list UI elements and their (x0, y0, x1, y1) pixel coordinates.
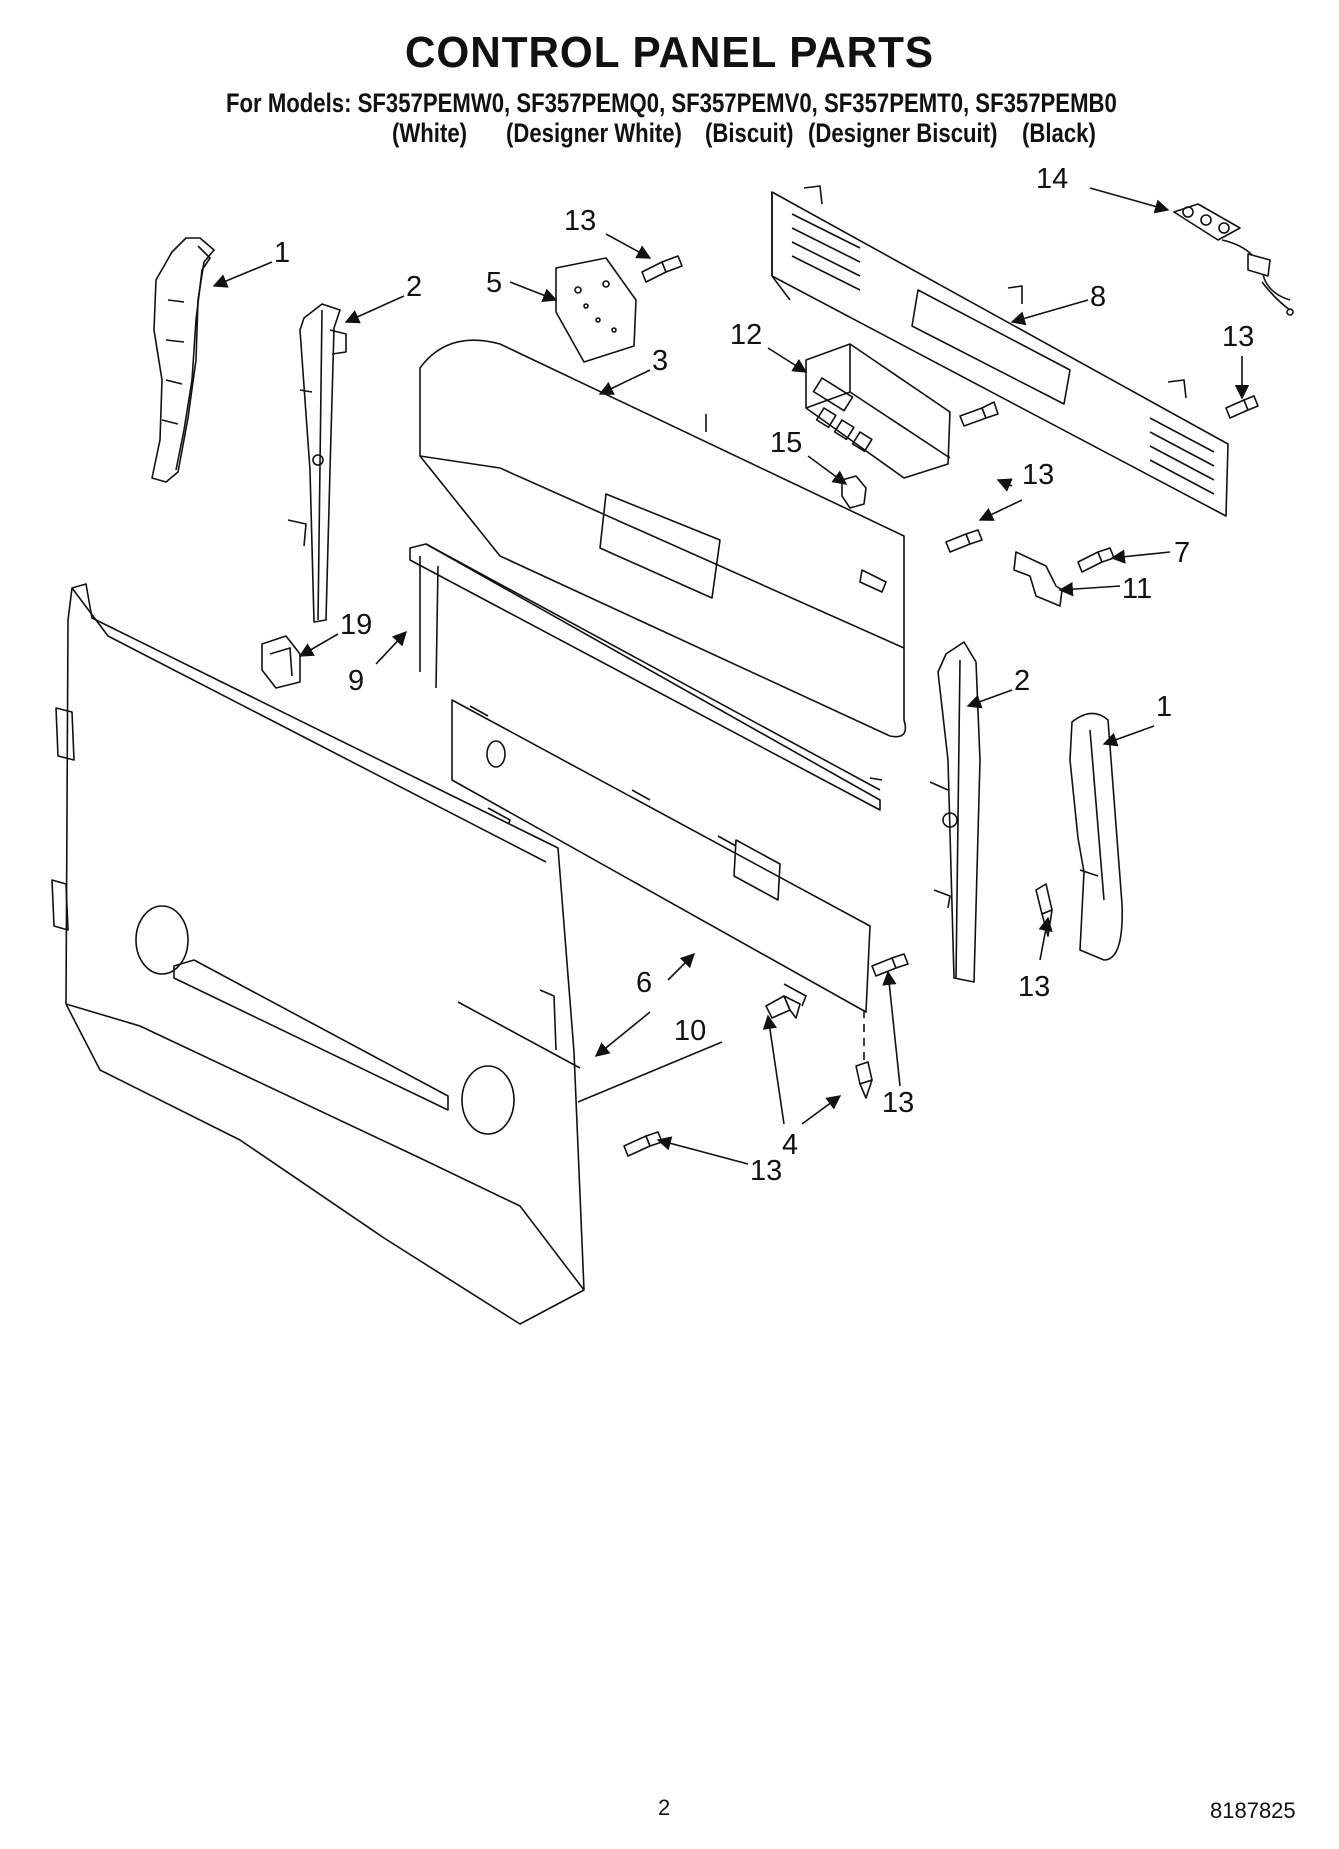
clip-part (841, 475, 867, 509)
support-rail-part (409, 543, 883, 811)
callout-14: 14 (1036, 163, 1068, 195)
screw-7-part (1077, 547, 1115, 573)
electronic-control-part (805, 343, 951, 479)
page-number: 2 (658, 1795, 671, 1820)
screw-13-lower-part (871, 953, 909, 977)
color-label-black: (Black) (1022, 118, 1096, 148)
wire-harness-part (1173, 203, 1294, 316)
page-title: CONTROL PANEL PARTS (404, 28, 935, 77)
screw-4-vertical-part (855, 1010, 873, 1099)
callout-12: 12 (730, 319, 762, 351)
callout-2-left: 2 (406, 271, 422, 303)
back-guard-part (51, 583, 585, 1325)
clip-19-part (261, 635, 301, 689)
side-bracket-right-part (929, 641, 981, 983)
back-panel-part (771, 185, 1229, 517)
callout-15: 15 (770, 427, 802, 459)
screw-13-bottom-part (623, 1131, 663, 1157)
callout-5: 5 (486, 267, 502, 299)
end-cap-right-part (1069, 712, 1123, 961)
callout-4: 4 (782, 1129, 798, 1161)
screw-13-top-part (641, 255, 683, 283)
callout-13-bottom: 13 (750, 1155, 782, 1187)
callout-10: 10 (674, 1015, 706, 1047)
callout-labels: 1 2 13 5 3 12 14 8 13 15 13 7 11 19 9 2 … (274, 163, 1254, 1187)
callout-3: 3 (652, 345, 668, 377)
screw-13-mid-part (959, 401, 999, 427)
screw-4-part (765, 995, 801, 1019)
document-code: 8187825 (1210, 1798, 1296, 1823)
callout-11: 11 (1122, 573, 1152, 605)
callout-13-mid: 13 (1022, 459, 1054, 491)
screw-13-center-part (945, 529, 983, 553)
callout-2-right: 2 (1014, 665, 1030, 697)
callout-1-left: 1 (274, 237, 290, 269)
side-bracket-left-part (287, 303, 347, 623)
bracket-small-part (1013, 551, 1063, 607)
callout-13-right-lower: 13 (1018, 971, 1050, 1003)
leader-lines (212, 187, 1250, 1165)
screw-13-right-lower-part (1035, 883, 1053, 937)
callout-19: 19 (340, 609, 372, 641)
callout-7: 7 (1174, 537, 1190, 569)
callout-13-lower: 13 (882, 1087, 914, 1119)
callout-1-right: 1 (1156, 691, 1172, 723)
color-label-biscuit: (Biscuit) (705, 118, 794, 148)
screw-13-right-top-part (1225, 395, 1259, 419)
callout-8: 8 (1090, 281, 1106, 313)
color-label-white: (White) (392, 118, 468, 148)
model-list: For Models: SF357PEMW0, SF357PEMQ0, SF35… (226, 88, 1117, 118)
lower-panel-part (451, 699, 871, 1013)
color-label-designer-biscuit: (Designer Biscuit) (808, 118, 998, 148)
callout-9: 9 (348, 665, 364, 697)
callout-13-right-top: 13 (1222, 321, 1254, 353)
control-panel-part (419, 339, 907, 738)
color-label-designer-white: (Designer White) (506, 118, 682, 148)
small-board-part (555, 257, 637, 363)
end-cap-left-part (151, 237, 215, 483)
callout-13-top: 13 (564, 205, 596, 237)
callout-6: 6 (636, 967, 652, 999)
